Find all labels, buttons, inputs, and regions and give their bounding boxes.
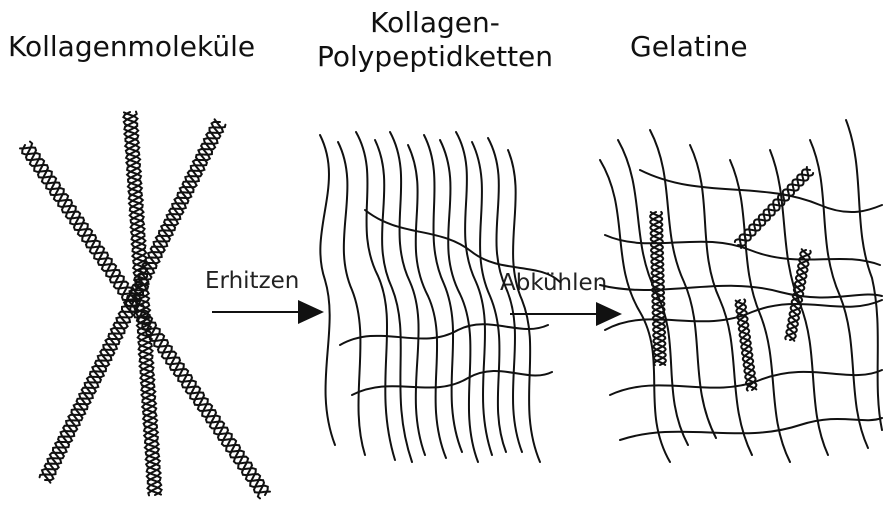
gelatine-strand — [846, 120, 882, 430]
polypeptide-chain — [365, 210, 560, 282]
polypeptide-chain — [408, 145, 446, 458]
polypeptide-chain — [456, 132, 492, 455]
polypeptide-chain — [472, 142, 506, 452]
gelatine-strand — [810, 140, 868, 448]
polypeptide-chain — [340, 324, 548, 345]
polypeptide-chain — [488, 138, 522, 452]
helix-strand — [123, 112, 161, 495]
arrow-cooling — [510, 302, 622, 326]
gelatine-strand — [640, 170, 882, 212]
gelatine-strand — [690, 145, 752, 455]
polypeptide-chain — [375, 140, 412, 462]
arrow-heating — [212, 300, 324, 324]
helix-strand — [26, 142, 270, 493]
collagen-triple-helices — [20, 112, 270, 499]
polypeptide-chain — [338, 142, 365, 455]
polypeptide-chain — [320, 135, 335, 445]
polypeptide-chain — [440, 140, 478, 462]
polypeptide-chain — [424, 135, 462, 452]
polypeptide-chain — [390, 132, 425, 455]
gelatine-helix-segments — [650, 167, 813, 391]
polypeptide-chains — [320, 132, 560, 462]
gelatine-network — [600, 120, 882, 462]
polypeptide-chain — [356, 132, 395, 460]
